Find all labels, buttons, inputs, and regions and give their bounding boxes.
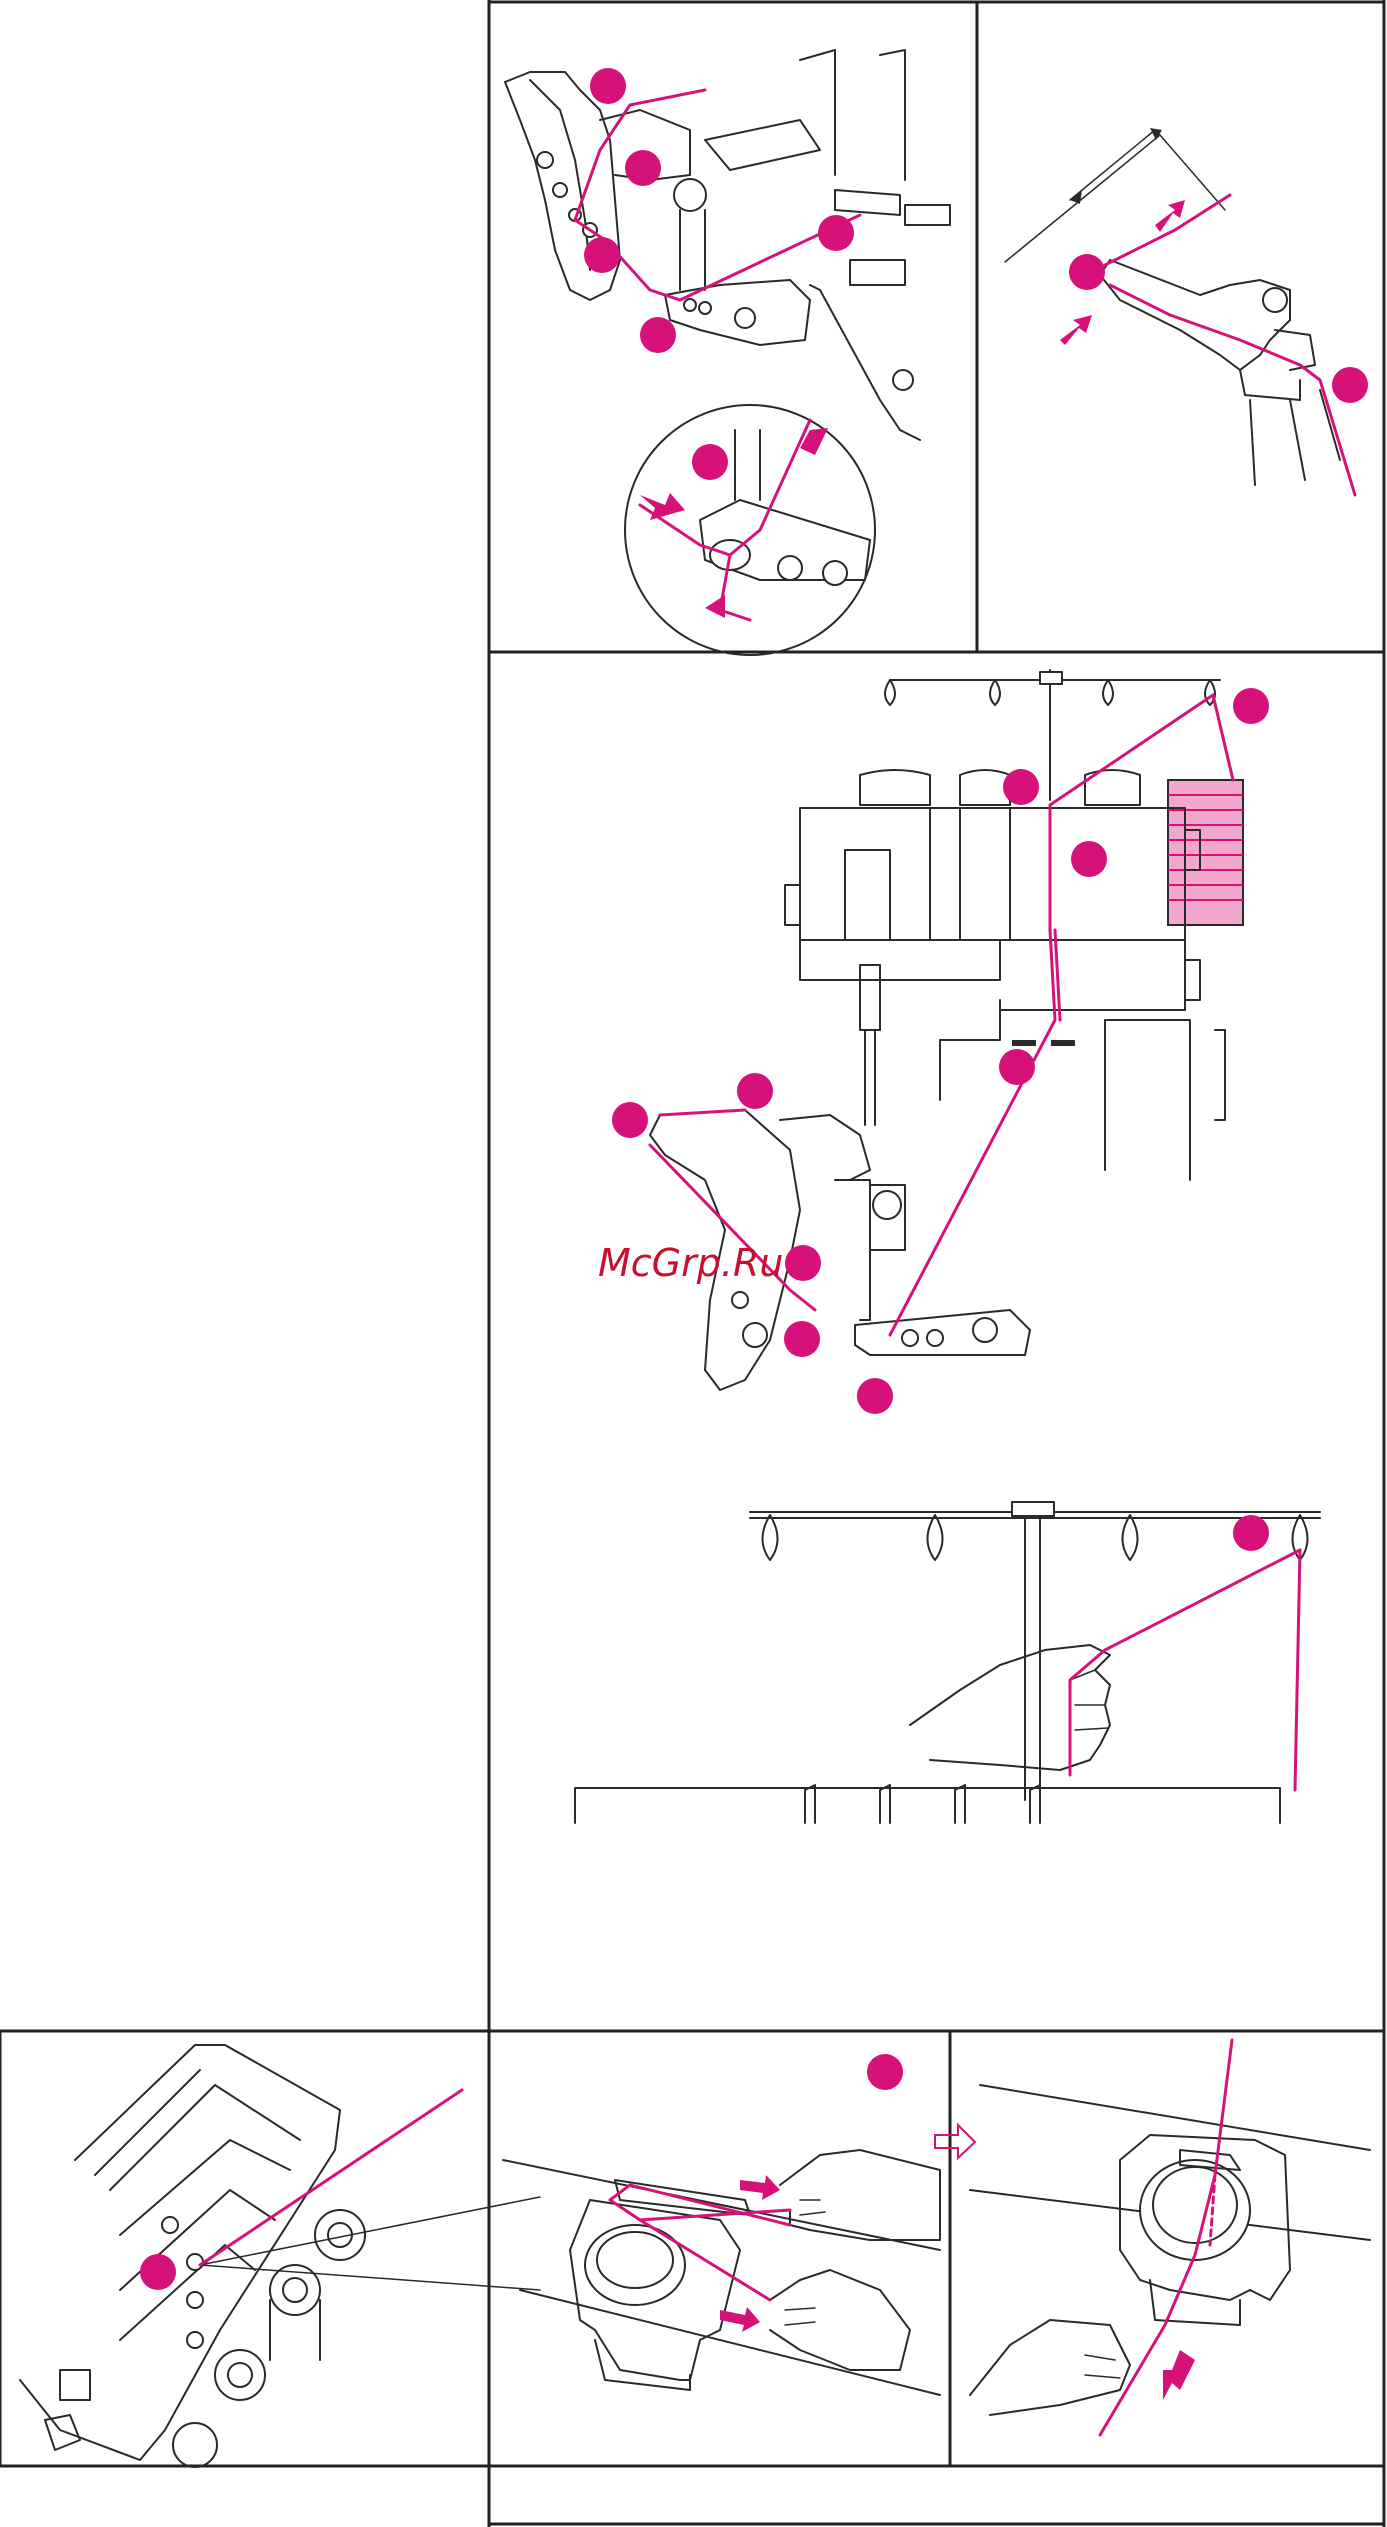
- step-marker: [818, 215, 854, 251]
- pulling-thread: [970, 2040, 1370, 2435]
- step-marker: [1233, 1515, 1269, 1551]
- arrow-right-icon: [720, 2307, 760, 2332]
- step-marker: [640, 317, 676, 353]
- step-marker: [612, 1102, 648, 1138]
- pink-thread-spool: [1168, 780, 1243, 925]
- next-step-arrow-icon: [935, 2125, 975, 2158]
- step-marker: [857, 1378, 893, 1414]
- step-marker: [140, 2254, 176, 2290]
- looper-threading-diagram: [505, 50, 950, 655]
- step-marker: [999, 1049, 1035, 1085]
- step-marker: [1332, 367, 1368, 403]
- step-marker: [584, 237, 620, 273]
- machine-overview: [612, 670, 1269, 1414]
- step-marker: [625, 150, 661, 186]
- step-marker: [692, 444, 728, 480]
- step-marker: [1233, 688, 1269, 724]
- step-marker: [590, 68, 626, 104]
- arrow-curve-icon: [705, 595, 725, 618]
- thread-guide-detail: [1005, 128, 1368, 495]
- step-marker: [1071, 841, 1107, 877]
- arrow-up-right-icon: [1060, 315, 1092, 345]
- step-marker: [785, 1245, 821, 1281]
- arrow-up-left-icon: [640, 493, 685, 520]
- arrow-down-left-icon: [1163, 2350, 1195, 2400]
- step-marker: [784, 1321, 820, 1357]
- hands-threading-tension: [503, 2054, 975, 2395]
- step-marker: [1069, 254, 1105, 290]
- machine-top-view: [20, 2045, 540, 2467]
- step-marker: [1003, 769, 1039, 805]
- arrow-right-icon: [740, 2175, 780, 2200]
- thread-stand-hand: [575, 1502, 1320, 1823]
- step-marker: [867, 2054, 903, 2090]
- step-marker: [737, 1073, 773, 1109]
- watermark-text: McGrp.Ru: [598, 1241, 783, 1285]
